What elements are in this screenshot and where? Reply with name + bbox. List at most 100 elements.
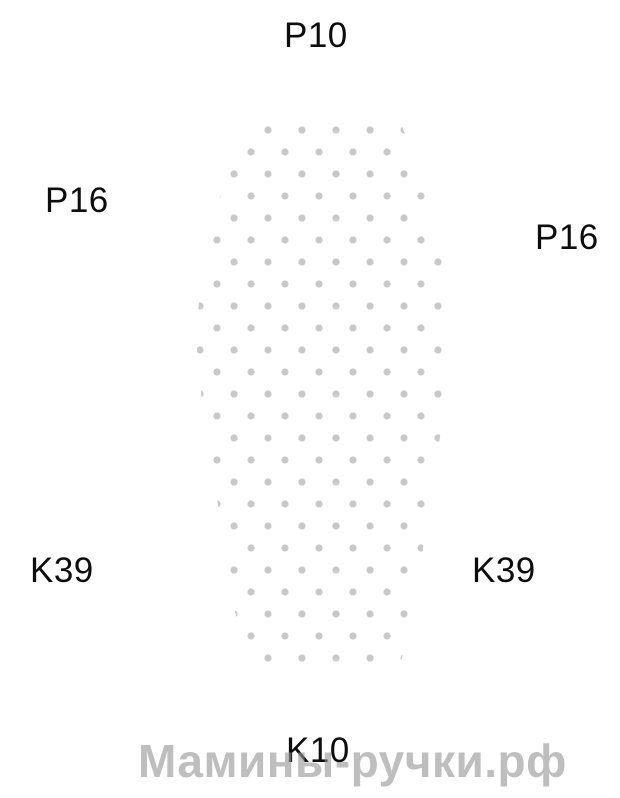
pattern-dot — [298, 434, 306, 442]
pattern-dot — [196, 434, 204, 442]
pattern-dot — [230, 522, 238, 530]
pattern-dot — [349, 456, 357, 464]
pattern-dot — [213, 368, 221, 376]
pattern-dot — [213, 456, 221, 464]
pattern-dot — [366, 610, 374, 618]
pattern-dot — [281, 368, 289, 376]
pattern-dot — [247, 280, 255, 288]
pattern-dot — [247, 544, 255, 552]
pattern-dot — [298, 126, 306, 134]
pattern-dot — [332, 302, 340, 310]
pattern-dot — [349, 632, 357, 640]
pattern-dot — [298, 566, 306, 574]
pattern-dot — [298, 302, 306, 310]
pattern-dot — [247, 236, 255, 244]
pattern-dot — [417, 632, 425, 640]
pattern-dot — [213, 192, 221, 200]
pattern-dot — [298, 390, 306, 398]
pattern-dot — [434, 654, 442, 662]
pattern-dot — [281, 588, 289, 596]
pattern-dot — [366, 346, 374, 354]
pattern-dot — [383, 368, 391, 376]
pattern-dot — [230, 390, 238, 398]
pattern-dot — [349, 324, 357, 332]
pattern-dot — [247, 192, 255, 200]
pattern-dot — [315, 324, 323, 332]
pattern-dot — [332, 170, 340, 178]
pattern-dot — [417, 500, 425, 508]
pattern-dot — [298, 258, 306, 266]
pattern-dot — [451, 192, 452, 200]
pattern-dot — [247, 500, 255, 508]
pattern-dot — [281, 632, 289, 640]
pattern-dot — [213, 632, 221, 640]
pattern-dot — [417, 588, 425, 596]
pattern-dot — [332, 126, 340, 134]
pattern-dot — [383, 148, 391, 156]
pattern-dot — [451, 456, 452, 464]
pattern-dot — [213, 500, 221, 508]
pattern-dot — [281, 412, 289, 420]
pattern-dot — [366, 258, 374, 266]
pattern-dot — [247, 368, 255, 376]
pattern-dot — [434, 302, 442, 310]
pattern-dot — [247, 324, 255, 332]
pattern-dot — [332, 478, 340, 486]
pattern-dot — [400, 170, 408, 178]
pattern-dot — [230, 346, 238, 354]
pattern-dot — [264, 390, 272, 398]
pattern-dot — [417, 148, 425, 156]
pattern-dot — [332, 434, 340, 442]
pattern-dot — [451, 544, 452, 552]
pattern-dot — [281, 500, 289, 508]
pattern-dot — [264, 434, 272, 442]
pattern-dot — [264, 654, 272, 662]
pattern-dot — [298, 478, 306, 486]
pattern-dot — [451, 368, 452, 376]
pattern-dot — [451, 632, 452, 640]
pattern-dot — [196, 214, 204, 222]
pattern-dot — [349, 192, 357, 200]
pattern-dot — [281, 544, 289, 552]
pattern-dot — [349, 500, 357, 508]
pattern-dot — [451, 324, 452, 332]
pattern-dot — [434, 434, 442, 442]
pattern-dot — [213, 412, 221, 420]
pattern-dot — [332, 390, 340, 398]
pattern-dot — [264, 302, 272, 310]
pattern-dot — [247, 632, 255, 640]
pattern-dot — [366, 566, 374, 574]
pattern-dot — [230, 214, 238, 222]
pattern-dot — [349, 236, 357, 244]
pattern-dot — [315, 456, 323, 464]
pattern-dot — [196, 654, 204, 662]
left-upper-edge-label: P16 — [45, 181, 109, 220]
bottom-edge-label: K10 — [286, 731, 350, 770]
pattern-dot — [400, 302, 408, 310]
pattern-dot — [332, 654, 340, 662]
pattern-dot — [400, 390, 408, 398]
pattern-dot — [400, 346, 408, 354]
pattern-dot — [315, 148, 323, 156]
pattern-dot — [434, 610, 442, 618]
pattern-dot — [366, 170, 374, 178]
pattern-dot — [281, 324, 289, 332]
pattern-dot — [247, 588, 255, 596]
pattern-dot — [349, 368, 357, 376]
pattern-dot — [400, 522, 408, 530]
pattern-dot — [213, 544, 221, 552]
pattern-dot — [417, 236, 425, 244]
pattern-dot — [315, 192, 323, 200]
pattern-dot — [383, 192, 391, 200]
pattern-dot — [366, 214, 374, 222]
pattern-dot — [230, 434, 238, 442]
pattern-dot — [264, 610, 272, 618]
pattern-dot — [230, 302, 238, 310]
pattern-dot — [383, 588, 391, 596]
pattern-dot — [434, 522, 442, 530]
pattern-dot — [366, 126, 374, 134]
pattern-dot — [230, 478, 238, 486]
pattern-dot — [417, 544, 425, 552]
pattern-dot — [196, 390, 204, 398]
pattern-dot — [434, 258, 442, 266]
